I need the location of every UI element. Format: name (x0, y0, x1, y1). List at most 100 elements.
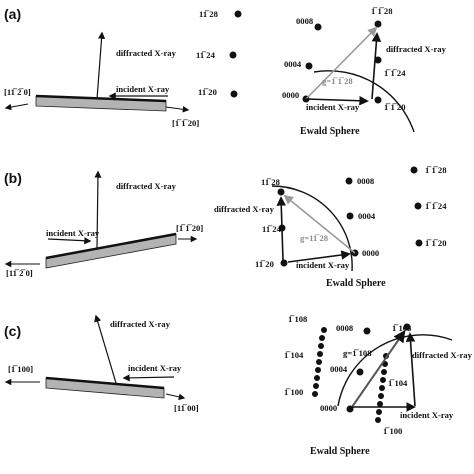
lattice-point (346, 212, 354, 220)
g-label-a: g=1̅ 1̅ 28 (322, 76, 353, 86)
lattice-point (312, 391, 318, 397)
lattice-point (229, 51, 237, 59)
point-label: 1̅ 104 (284, 350, 304, 360)
panel-label-c: (c) (4, 323, 21, 339)
point-label: 0004 (330, 364, 348, 374)
lattice-point (314, 375, 320, 381)
panel-c: (c) [1̅ 100] [11̅ 00] diffracted X-ray i… (4, 314, 473, 457)
point-label: 0000 (362, 248, 379, 258)
lattice-point (305, 62, 313, 70)
lattice-point (379, 385, 385, 391)
incident-ray-c (122, 374, 175, 382)
ewald-label-b: Ewald Sphere (326, 278, 386, 289)
g-vector-b (283, 194, 356, 254)
diffracted-label-ewald-a: diffracted X-ray (386, 44, 447, 54)
lattice-point (356, 368, 364, 376)
incident-label-ewald-c: incident X-ray (400, 410, 454, 420)
lattice-point (319, 335, 325, 341)
dir-label-left-c: [1̅ 100] (8, 364, 33, 374)
lattice-point (316, 359, 322, 365)
lattice-point (374, 96, 382, 104)
ewald-label-a: Ewald Sphere (300, 126, 360, 137)
panel-label-b: (b) (4, 170, 22, 186)
incident-label-b: incident X-ray (46, 228, 100, 238)
crystal-slab-c (45, 377, 165, 399)
lattice-point (277, 188, 285, 196)
point-label: 1̅ 100 (284, 387, 303, 397)
lattice-point (234, 10, 242, 18)
lattice-point (403, 323, 411, 331)
point-label: 11̅ 24 (196, 50, 216, 60)
lattice-point (376, 409, 382, 415)
lattice-point (415, 239, 423, 247)
dir-label-right-a: [1̅ 1̅ 20] (172, 118, 199, 128)
lattice-point (381, 369, 387, 375)
point-label: 0004 (284, 59, 302, 69)
lattice-point (375, 417, 381, 423)
point-label: 1̅ 1̅ 24 (384, 68, 406, 78)
diffracted-label-a: diffracted X-ray (116, 48, 177, 58)
point-label: 1̅ 1̅ 24 (425, 201, 447, 211)
incident-label-ewald-a: incident X-ray (306, 102, 360, 112)
point-label: 0008 (336, 323, 354, 333)
lattice-point (410, 166, 418, 174)
crystal-surface-b (45, 232, 177, 260)
point-label: 0000 (282, 90, 299, 100)
lattice-point (314, 23, 322, 31)
lattice-point (317, 351, 323, 357)
incident-label-ewald-b: incident X-ray (296, 260, 350, 270)
ewald-label-c: Ewald Sphere (310, 446, 370, 457)
lattice-point (346, 405, 354, 413)
dir-label-right-c: [11̅ 00] (174, 403, 199, 413)
dir-label-left-a: [11̅ 2̅ 0] (4, 87, 31, 97)
point-label: 1̅ 1̅ 28 (371, 6, 393, 16)
ewald-arc-b (271, 185, 353, 272)
diffracted-k-c (405, 332, 416, 407)
g-vector-c (351, 330, 406, 408)
diffracted-ray-c (94, 314, 117, 384)
lattice-point (230, 90, 238, 98)
lattice-point (321, 327, 327, 333)
crystal-slab-b (45, 233, 177, 269)
lattice-point (363, 327, 371, 335)
lattice-point (318, 343, 324, 349)
point-label: 11̅ 20 (198, 87, 217, 97)
g-label-b: g=11̅ 28 (300, 233, 329, 243)
dir-label-right-b: [1̅ 1̅ 20] (176, 223, 203, 233)
direction-arrow-left-a (4, 103, 29, 111)
lattice-point (315, 367, 321, 373)
point-label: 1̅ 1̅ 28 (425, 165, 447, 175)
lattice-point (380, 377, 386, 383)
diffracted-label-ewald-c: diffracted X-ray (412, 350, 473, 360)
panel-label-a: (a) (4, 6, 21, 22)
point-label: 0008 (296, 16, 314, 26)
incident-ray-b (47, 237, 92, 245)
diffracted-k-a (371, 32, 382, 100)
diffracted-ray-a (96, 31, 106, 100)
panel-b: (b) [11̅ 2̅ 0] [1̅ 1̅ 20] diffracted X-r… (4, 165, 447, 289)
point-label: 1̅ 1̅ 20 (384, 102, 405, 112)
panel-a: (a) [11̅ 2̅ 0] [1̅ 1̅ 20] diffracted X-r… (4, 6, 447, 137)
ewald-arc-a (313, 70, 415, 133)
point-label: 1̅ 100 (383, 426, 402, 436)
g-label-c: g=1̅ 108 (343, 348, 372, 358)
incident-label-c: incident X-ray (128, 363, 182, 373)
direction-arrow-right-c (165, 393, 186, 401)
point-label: 0000 (320, 403, 337, 413)
point-label: 11̅ 28 (199, 9, 219, 19)
direction-arrow-right-a (165, 106, 190, 113)
lattice-point (374, 56, 382, 64)
point-label: 1̅ 104 (388, 378, 408, 388)
incident-k-b (287, 250, 351, 263)
point-label: 0008 (357, 176, 375, 186)
g-vector-a (305, 26, 378, 100)
diffracted-label-c: diffracted X-ray (110, 319, 171, 329)
point-label: 1̅ 1̅ 20 (425, 238, 446, 248)
crystal-surface-c (45, 376, 165, 390)
point-label: 11̅ 20 (255, 259, 274, 269)
point-label: 1̅ 108 (288, 314, 308, 324)
point-label: 11̅ 28 (261, 177, 281, 187)
crystal-surface-a (35, 94, 167, 103)
point-label: 0004 (358, 211, 376, 221)
